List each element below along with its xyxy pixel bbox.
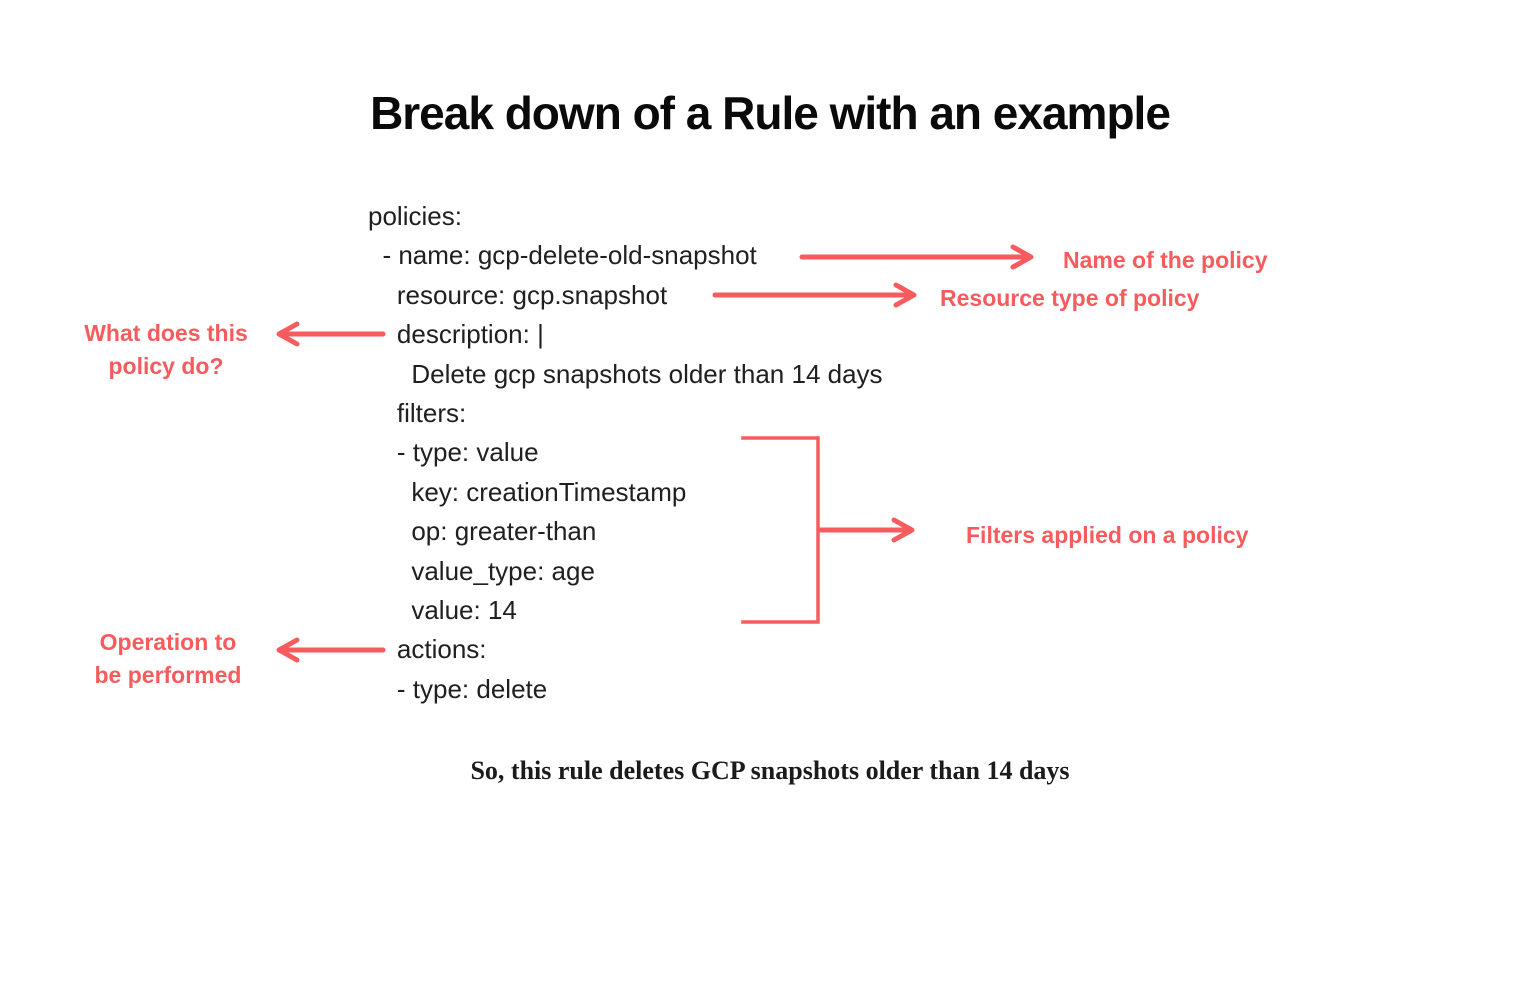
code-line-value-type: value_type: age	[368, 555, 595, 586]
code-line-actions: actions:	[368, 634, 487, 665]
code-line-policies: policies:	[368, 201, 462, 231]
annotation-name-of-policy: Name of the policy	[1063, 247, 1268, 273]
annotation-description-line2: policy do?	[108, 353, 224, 379]
code-line-filters: filters:	[368, 398, 467, 429]
annotation-actions-line2: be performed	[94, 662, 242, 688]
code-line-name: - name: gcp-delete-old-snapshot	[368, 240, 757, 271]
code-line-filter-op: op: greater-than	[368, 516, 597, 547]
yaml-code-block: policies: - name: gcp-delete-old-snapsho…	[368, 197, 883, 709]
page-title: Break down of a Rule with an example	[370, 87, 1171, 139]
code-line-filter-key: key: creationTimestamp	[368, 476, 687, 507]
summary-caption: So, this rule deletes GCP snapshots olde…	[470, 756, 1070, 785]
code-line-desc-text: Delete gcp snapshots older than 14 days	[368, 358, 883, 389]
code-line-value: value: 14	[368, 595, 517, 626]
annotation-description: What does this policy do?	[36, 317, 296, 383]
annotation-filters: Filters applied on a policy	[966, 522, 1249, 548]
code-line-filter-type: - type: value	[368, 437, 539, 468]
annotation-description-line1: What does this	[84, 320, 248, 346]
annotation-actions: Operation to be performed	[38, 626, 298, 692]
code-line-action-type: - type: delete	[368, 673, 548, 704]
code-line-description: description: |	[368, 319, 544, 350]
code-line-resource: resource: gcp.snapshot	[368, 279, 668, 310]
annotation-actions-line1: Operation to	[99, 629, 237, 655]
annotation-resource-type: Resource type of policy	[940, 285, 1200, 311]
